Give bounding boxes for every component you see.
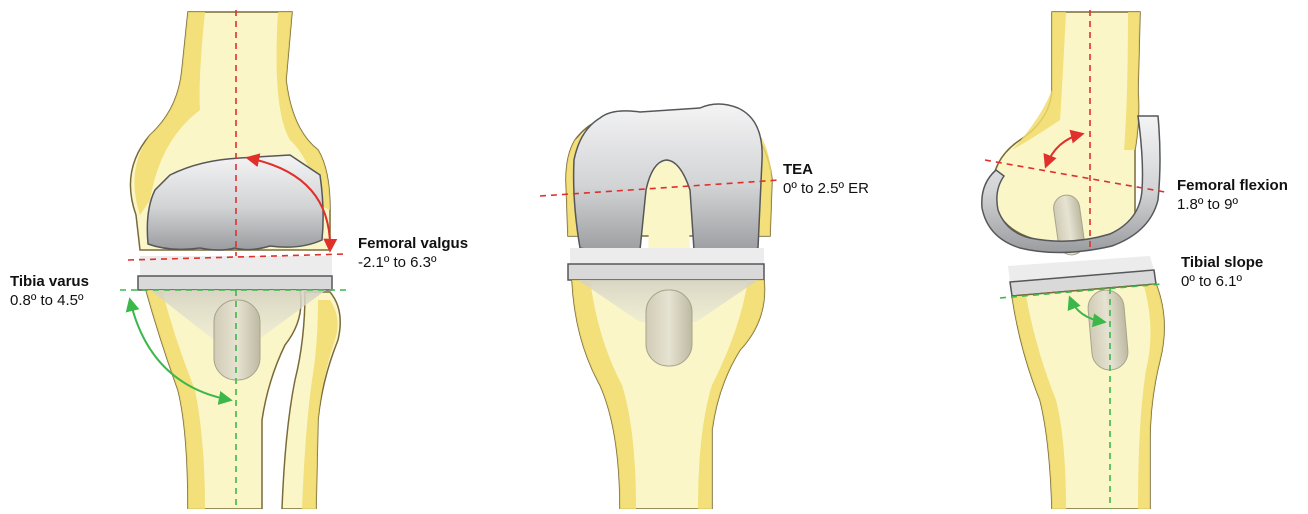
tibial-stem (214, 300, 260, 380)
tibia-varus-range: 0.8º to 4.5º (10, 291, 89, 310)
polyethylene-insert (570, 248, 764, 264)
tibial-tray (568, 264, 764, 280)
intercondylar-notch (648, 176, 690, 252)
femoral-valgus-range: -2.1º to 6.3º (358, 253, 468, 272)
femoral-valgus-label: Femoral valgus -2.1º to 6.3º (358, 234, 468, 272)
tibia-varus-title: Tibia varus (10, 272, 89, 291)
femoral-valgus-title: Femoral valgus (358, 234, 468, 253)
femoral-flexion-label: Femoral flexion 1.8º to 9º (1177, 176, 1288, 214)
tibial-tray (138, 276, 332, 290)
tea-range: 0º to 2.5º ER (783, 179, 869, 198)
polyethylene-insert (140, 256, 332, 276)
tibial-slope-title: Tibial slope (1181, 253, 1263, 272)
tibial-slope-range: 0º to 6.1º (1181, 272, 1263, 291)
panel-lateral-view (982, 10, 1165, 509)
tibial-slope-label: Tibial slope 0º to 6.1º (1181, 253, 1263, 291)
panel-anterior-view (120, 10, 348, 509)
panel-posterior-view (540, 104, 780, 509)
tea-title: TEA (783, 160, 869, 179)
tibial-stem (646, 290, 692, 366)
tea-label: TEA 0º to 2.5º ER (783, 160, 869, 198)
femoral-flexion-range: 1.8º to 9º (1177, 195, 1288, 214)
femoral-flexion-title: Femoral flexion (1177, 176, 1288, 195)
tibial-stem (1087, 289, 1130, 372)
tibia-varus-label: Tibia varus 0.8º to 4.5º (10, 272, 89, 310)
